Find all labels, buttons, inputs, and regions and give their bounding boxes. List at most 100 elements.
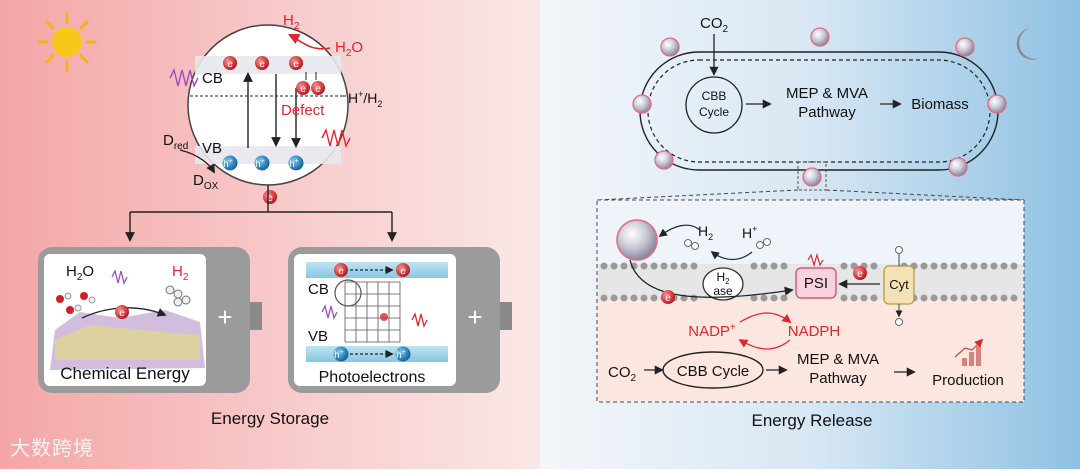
h2o-reactant-label: H2O	[335, 39, 363, 59]
vb-hole: h+	[254, 155, 270, 171]
d-ox-label: DOX	[193, 172, 219, 192]
defect-electron: e	[311, 81, 325, 95]
band-electron: e	[396, 263, 410, 277]
psi-complex	[795, 267, 837, 299]
svg-text:h+: h+	[223, 158, 233, 170]
battery-plus-sign: +	[217, 302, 232, 332]
svg-text:e: e	[338, 266, 344, 277]
cycle-label: Cycle	[699, 105, 729, 119]
mep-mva-label: MEP & MVA	[797, 351, 879, 368]
h2-evolution-arrow	[287, 33, 331, 50]
electron-injection-arrow	[629, 259, 794, 298]
svg-text:e: e	[665, 293, 671, 304]
production-label: Production	[932, 372, 1004, 389]
cyt-electron: e	[853, 266, 867, 280]
cbb-cycle-ring	[685, 76, 743, 134]
energy-storage-caption: Energy Storage	[211, 409, 329, 428]
incident-light-wave	[169, 67, 199, 89]
hydrogenase-enzyme	[702, 267, 744, 301]
svg-text:e: e	[857, 269, 863, 280]
cbb-label: CBB	[702, 89, 727, 103]
cyt-product-icon	[895, 318, 903, 326]
light-wave-icon	[807, 252, 824, 268]
d-red-label: Dred	[163, 132, 188, 152]
chemical-energy-label: Chemical Energy	[60, 364, 190, 383]
attached-nanoparticles	[632, 27, 1007, 187]
bar-chart-icon	[954, 338, 984, 366]
sun-icon	[37, 12, 97, 72]
pathway-label: Pathway	[798, 104, 856, 121]
cb-electron: e	[289, 56, 303, 70]
hydrogen-molecule-icon	[684, 239, 699, 250]
proton-molecule-icon	[756, 238, 771, 249]
nadph-label: NADPH	[788, 323, 841, 340]
band-electron: e	[334, 263, 348, 277]
cyt-cofactor-icon	[895, 246, 903, 254]
co2-label: CO2	[608, 364, 637, 384]
svg-text:e: e	[119, 308, 125, 319]
cb-label: CB	[308, 281, 329, 298]
defect-electron: e	[296, 81, 310, 95]
h2-product-label: H2	[283, 12, 300, 32]
biomass-label: Biomass	[911, 96, 969, 113]
defect-label: Defect	[281, 102, 325, 119]
svg-text:h+: h+	[334, 349, 344, 361]
nadp-reduction-arrow	[739, 312, 792, 324]
proton-reduction-arrow	[710, 250, 753, 261]
vb-label: VB	[202, 140, 222, 157]
h2-label: H2	[172, 263, 189, 283]
svg-text:e: e	[227, 59, 233, 70]
svg-text:h+: h+	[289, 158, 299, 170]
cb-label: CB	[202, 70, 223, 87]
redox-potential-label: H+/H2	[348, 89, 382, 109]
cbb-cycle-label: CBB Cycle	[677, 363, 750, 380]
light-wave-icon	[321, 304, 338, 320]
h2-label: H2	[698, 223, 713, 242]
svg-text:h+: h+	[396, 349, 406, 361]
band-hole: h+	[333, 346, 349, 362]
hydrogen-molecule-icon	[165, 285, 191, 307]
light-wave-icon	[111, 269, 128, 285]
svg-text:e: e	[315, 84, 321, 95]
photoelectrons-label: Photoelectrons	[319, 369, 426, 386]
psi-label: PSI	[804, 275, 828, 292]
mep-mva-label: MEP & MVA	[786, 85, 868, 102]
nadph-oxidation-arrow	[738, 339, 791, 350]
injected-electron: e	[661, 290, 675, 304]
zoom-box	[797, 161, 827, 191]
h2-release-arrow	[658, 224, 701, 238]
light-wave-icon	[411, 312, 428, 328]
cb-electron: e	[223, 56, 237, 70]
vb-hole: h+	[288, 155, 304, 171]
cyt-label: Cyt	[889, 277, 909, 292]
nanoparticle-icon	[616, 219, 658, 261]
transfer-electron: e	[115, 305, 129, 319]
emitted-light-wave	[321, 127, 351, 149]
hase-label-top: H2	[716, 270, 730, 286]
energy-release-caption: Energy Release	[752, 411, 873, 430]
battery-plus-sign: +	[467, 302, 482, 332]
co2-label: CO2	[700, 15, 729, 35]
vb-label: VB	[308, 328, 328, 345]
svg-text:e: e	[400, 266, 406, 277]
h2o-label: H2O	[66, 263, 94, 283]
chemical-energy-battery	[38, 247, 262, 393]
cb-electron: e	[255, 56, 269, 70]
hplus-label: H+	[742, 224, 757, 241]
output-electron: e	[263, 190, 277, 204]
svg-text:e: e	[293, 59, 299, 70]
zoom-lines	[596, 189, 1025, 201]
branch-connector	[125, 185, 397, 242]
svg-text:e: e	[300, 84, 306, 95]
svg-text:h+: h+	[255, 158, 265, 170]
cytoplasm-region	[598, 300, 1023, 401]
hase-label-bottom: ase	[713, 284, 733, 298]
nadp-label: NADP+	[688, 322, 736, 340]
band-hole: h+	[395, 346, 411, 362]
watermark: 大数跨境	[10, 436, 94, 460]
water-molecule-icon	[56, 292, 96, 314]
extracellular-region	[598, 201, 1023, 264]
pathway-label: Pathway	[809, 370, 867, 387]
